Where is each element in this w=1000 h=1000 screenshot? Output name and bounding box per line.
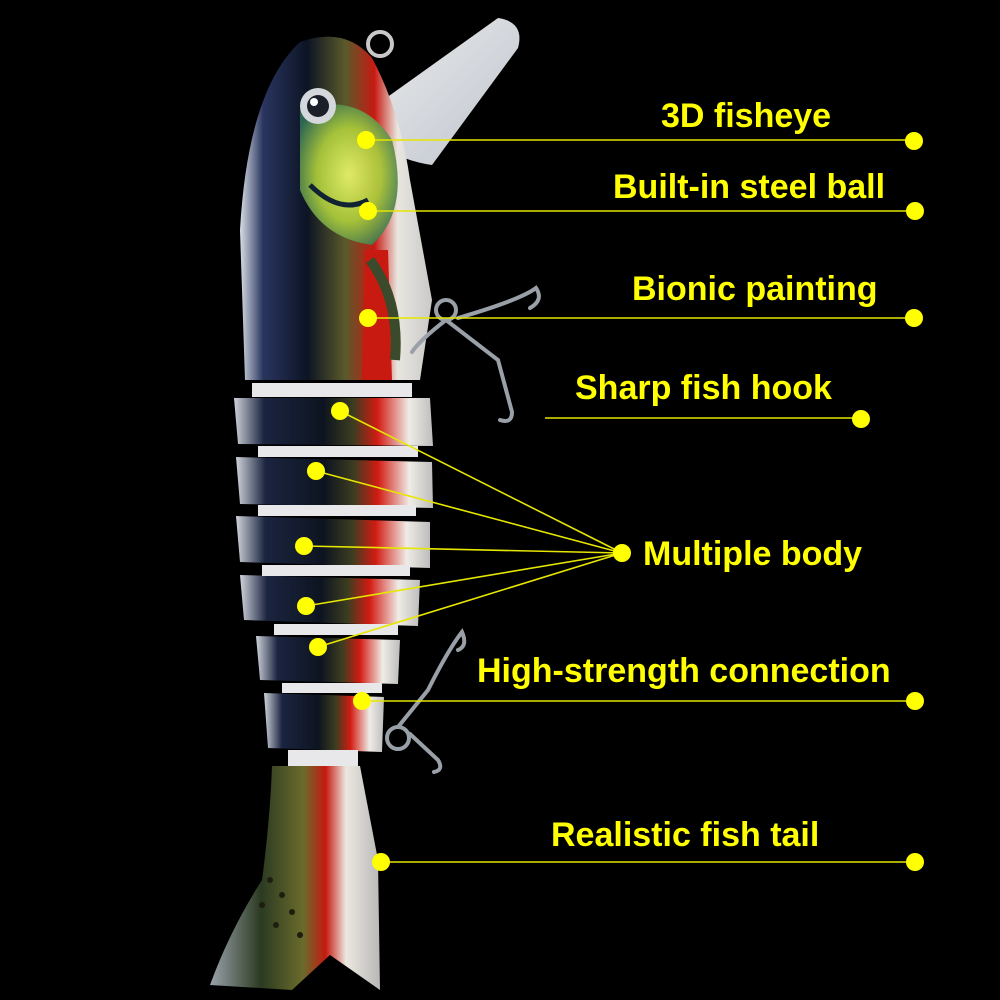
- label-3d-fisheye: 3D fisheye: [661, 97, 832, 135]
- marker-fisheye-right: [905, 132, 923, 150]
- marker-steel-ball-left: [359, 202, 377, 220]
- marker-hook-right: [852, 410, 870, 428]
- diving-lip: [372, 18, 520, 165]
- body-segment-5: [256, 636, 400, 684]
- marker-bionic-left: [359, 309, 377, 327]
- leader-body-5: [317, 552, 623, 648]
- label-multiple-body: Multiple body: [643, 535, 863, 573]
- leader-body-4: [305, 552, 623, 607]
- marker-dots: [295, 131, 924, 871]
- marker-body-5: [309, 638, 327, 656]
- marker-body-hub: [613, 544, 631, 562]
- body-segment-3: [236, 516, 430, 568]
- lure-tail: [210, 766, 380, 990]
- line-tie-ring: [366, 30, 394, 58]
- label-bionic-painting: Bionic painting: [632, 270, 878, 308]
- belly-hook: [410, 285, 541, 423]
- body-segment-6: [264, 693, 384, 752]
- body-segment-2: [236, 457, 433, 508]
- rear-hook: [385, 628, 467, 774]
- leader-lines: [303, 139, 915, 863]
- label-sharp-fish-hook: Sharp fish hook: [575, 369, 832, 407]
- body-segments: [234, 383, 433, 766]
- tail-spots: [259, 877, 303, 938]
- marker-body-2: [307, 462, 325, 480]
- marker-body-4: [297, 597, 315, 615]
- marker-body-1: [331, 402, 349, 420]
- marker-connection-left: [353, 692, 371, 710]
- leader-body-1: [339, 410, 623, 554]
- label-built-in-steel-ball: Built-in steel ball: [613, 168, 886, 206]
- marker-tail-right: [906, 853, 924, 871]
- label-realistic-fish-tail: Realistic fish tail: [551, 816, 820, 854]
- body-segment-4: [240, 575, 420, 626]
- marker-fisheye-left: [357, 131, 375, 149]
- leader-body-2: [315, 470, 623, 554]
- body-segment-1: [234, 398, 433, 446]
- marker-tail-left: [372, 853, 390, 871]
- marker-bionic-right: [905, 309, 923, 327]
- marker-connection-right: [906, 692, 924, 710]
- marker-body-3: [295, 537, 313, 555]
- label-high-strength-connection: High-strength connection: [477, 652, 891, 690]
- marker-steel-ball-right: [906, 202, 924, 220]
- leader-body-3: [303, 545, 623, 554]
